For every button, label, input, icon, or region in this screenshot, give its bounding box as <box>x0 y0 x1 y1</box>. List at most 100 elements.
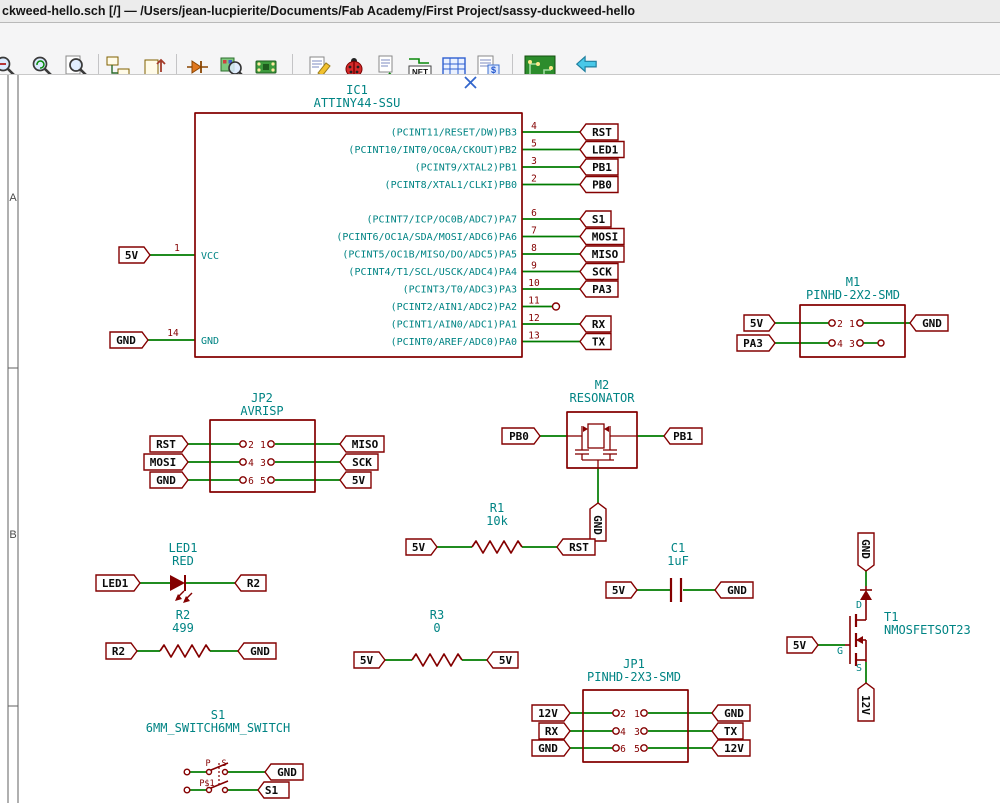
global-label-pb0[interactable]: PB0 <box>501 427 541 445</box>
global-label-pb1[interactable]: PB1 <box>579 158 619 176</box>
global-label-mosi[interactable]: MOSI <box>143 453 189 471</box>
component-r2[interactable]: R2 499 <box>159 608 211 658</box>
zoom-page-button[interactable] <box>62 52 90 74</box>
value-field[interactable]: PINHD-2X3-SMD <box>587 670 681 684</box>
annotate-button[interactable] <box>306 52 334 74</box>
value-field[interactable]: RESONATOR <box>569 391 635 405</box>
global-label-rx[interactable]: RX <box>538 722 571 740</box>
global-label-rst[interactable]: RST <box>579 123 619 141</box>
global-label-gnd[interactable]: GND <box>531 739 571 757</box>
global-label-gnd[interactable]: GND <box>264 763 304 781</box>
global-label-led1[interactable]: LED1 <box>95 574 141 592</box>
value-field[interactable]: NMOSFETSOT23 <box>884 623 971 637</box>
component-led1[interactable]: LED1 RED <box>169 541 198 603</box>
component-m2[interactable]: M2 RESONATOR <box>566 378 638 469</box>
value-field[interactable]: 499 <box>172 621 194 635</box>
global-label-gnd[interactable]: GND <box>714 581 754 599</box>
leave-sheet-button[interactable] <box>140 52 168 74</box>
bom-button[interactable]: $BOM <box>474 52 502 74</box>
ref-field[interactable]: R1 <box>490 501 504 515</box>
value-field[interactable]: RED <box>172 554 194 568</box>
net-highlight-button[interactable]: NET <box>406 52 434 74</box>
ref-field[interactable]: S1 <box>211 708 225 722</box>
global-label-r2[interactable]: R2 <box>234 574 267 592</box>
global-label-gnd[interactable]: GND <box>857 532 875 572</box>
symbol-editor-button[interactable] <box>184 52 212 74</box>
global-label-pb0[interactable]: PB0 <box>579 175 619 194</box>
value-field[interactable]: ATTINY44-SSU <box>314 96 401 110</box>
global-label-pb1[interactable]: PB1 <box>663 427 703 445</box>
component-jp1[interactable]: JP1 PINHD-2X3-SMD 2 1 4 3 6 5 <box>582 657 689 763</box>
global-label-miso[interactable]: MISO <box>339 435 385 453</box>
back-annotate-button[interactable]: BACK <box>564 50 608 74</box>
hierarchy-navigator-button[interactable] <box>104 52 132 74</box>
component-r3[interactable]: R3 0 <box>411 608 463 667</box>
wire-layer[interactable] <box>137 131 910 791</box>
component-jp2[interactable]: JP2 AVRISP 2 1 4 3 6 5 <box>209 391 316 493</box>
run-pcbnew-button[interactable] <box>522 52 558 74</box>
global-label-rst[interactable]: RST <box>556 538 596 556</box>
global-label-12v[interactable]: 12V <box>857 682 875 722</box>
global-label-rst[interactable]: RST <box>149 435 189 453</box>
global-label-tx[interactable]: TX <box>711 722 744 740</box>
value-field[interactable]: 1uF <box>667 554 689 568</box>
global-label-5v[interactable]: 5V <box>743 314 776 332</box>
global-label-gnd[interactable]: GND <box>109 331 149 349</box>
footprint-editor-button[interactable] <box>252 52 280 74</box>
global-label-led1[interactable]: LED1 <box>579 140 625 159</box>
value-field[interactable]: AVRISP <box>240 404 283 418</box>
global-label-5v[interactable]: 5V <box>786 636 819 654</box>
window-titlebar[interactable]: ckweed-hello.sch [/] — /Users/jean-lucpi… <box>0 0 1000 23</box>
global-label-sck[interactable]: SCK <box>579 262 619 281</box>
ref-field[interactable]: R3 <box>430 608 444 622</box>
zoom-out-button[interactable] <box>0 52 19 74</box>
global-label-sck[interactable]: SCK <box>339 453 379 471</box>
global-label-5v[interactable]: 5V <box>405 538 438 556</box>
global-label-gnd[interactable]: GND <box>711 704 751 722</box>
ref-field[interactable]: T1 <box>884 610 898 624</box>
edit-fields-button[interactable] <box>440 52 468 74</box>
component-ic1[interactable]: IC1 ATTINY44-SSU VCC GND 1 14 (PCINT11/R… <box>167 83 561 358</box>
ref-field[interactable]: IC1 <box>346 83 368 97</box>
ref-field[interactable]: M1 <box>846 275 860 289</box>
global-label-gnd[interactable]: GND <box>149 471 189 489</box>
erc-check-button[interactable] <box>340 52 368 74</box>
global-label-r2[interactable]: R2 <box>105 642 138 660</box>
global-label-5v[interactable]: 5V <box>605 581 638 599</box>
global-label-s1[interactable]: S1 <box>579 210 612 228</box>
global-label-5v[interactable]: 5V <box>353 651 386 669</box>
global-label-12v[interactable]: 12V <box>711 739 751 757</box>
global-label-gnd[interactable]: GND <box>589 502 607 542</box>
ref-field[interactable]: JP1 <box>623 657 645 671</box>
global-label-5v[interactable]: 5V <box>486 651 519 669</box>
global-label-pa3[interactable]: PA3 <box>736 334 776 352</box>
global-label-gnd[interactable]: GND <box>237 642 277 660</box>
component-r1[interactable]: R1 10k <box>471 501 523 554</box>
ref-field[interactable]: C1 <box>671 541 685 555</box>
global-label-5v[interactable]: 5V <box>118 246 151 264</box>
find-button[interactable] <box>218 52 246 74</box>
ref-field[interactable]: M2 <box>595 378 609 392</box>
global-label-5v[interactable]: 5V <box>339 471 372 489</box>
component-m1[interactable]: M1 PINHD-2X2-SMD 2 1 4 3 <box>799 275 906 358</box>
global-label-12v[interactable]: 12V <box>531 704 571 722</box>
global-label-pa3[interactable]: PA3 <box>579 280 619 298</box>
global-label-miso[interactable]: MISO <box>579 245 625 263</box>
component-c1[interactable]: C1 1uF <box>667 541 689 602</box>
value-field[interactable]: 0 <box>433 621 440 635</box>
global-label-gnd[interactable]: GND <box>909 314 949 332</box>
ref-field[interactable]: JP2 <box>251 391 273 405</box>
global-label-s1[interactable]: S1 <box>257 781 290 799</box>
ref-field[interactable]: R2 <box>176 608 190 622</box>
zoom-redraw-button[interactable] <box>28 52 56 74</box>
component-t1[interactable]: T1 NMOSFETSOT23 D G S <box>837 586 971 674</box>
value-field[interactable]: PINHD-2X2-SMD <box>806 288 900 302</box>
value-field[interactable]: 10k <box>486 514 508 528</box>
generate-netlist-button[interactable] <box>374 52 402 74</box>
component-s1[interactable]: S1 6MM_SWITCH6MM_SWITCH P S P$1 <box>146 708 291 794</box>
global-label-tx[interactable]: TX <box>579 332 612 351</box>
global-label-mosi[interactable]: MOSI <box>579 227 625 246</box>
value-field[interactable]: 6MM_SWITCH6MM_SWITCH <box>146 721 291 735</box>
ref-field[interactable]: LED1 <box>169 541 198 555</box>
global-label-rx[interactable]: RX <box>579 315 612 333</box>
